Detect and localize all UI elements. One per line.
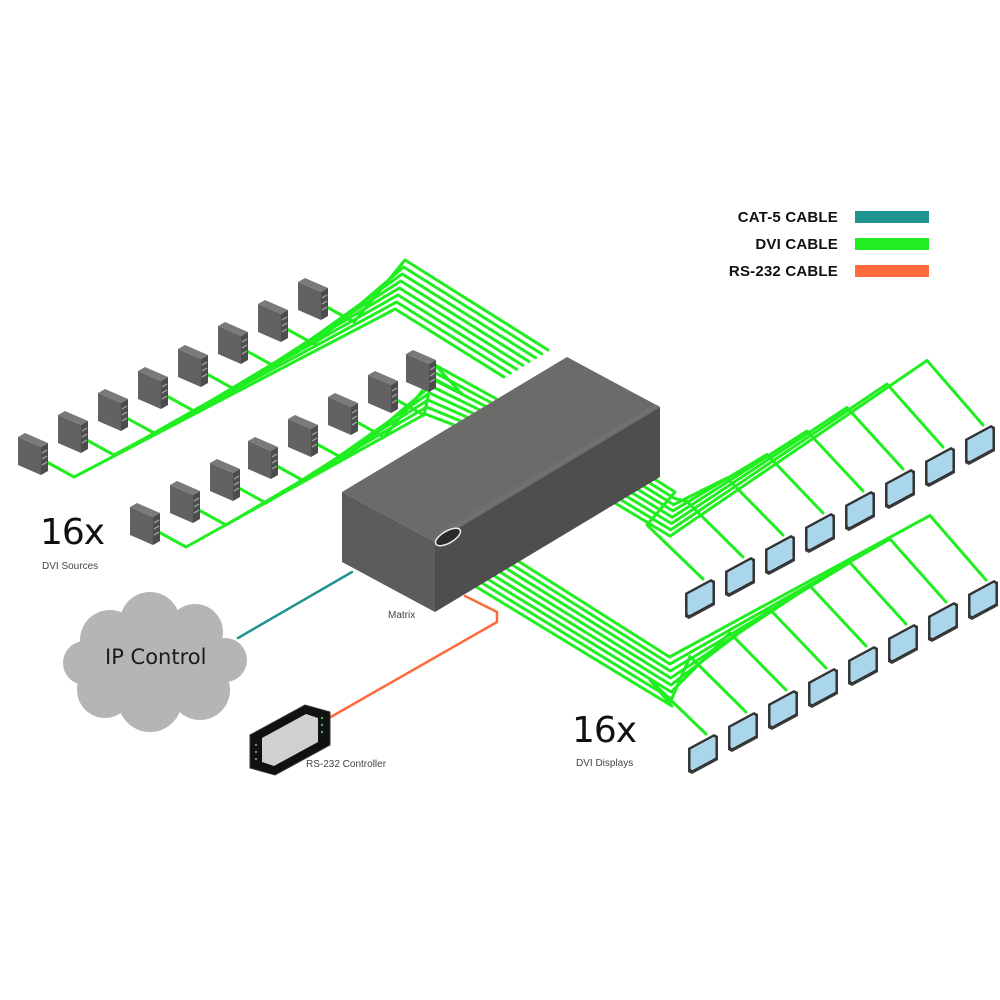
cat5-cable [236,570,354,640]
dvi-cable-display-upper-7 [604,382,945,532]
dvi-cable-source-upper-6 [232,272,537,368]
dvi-display-monitor [848,646,878,686]
dvi-source-tower [298,278,328,320]
dvi-cable-display-lower-7 [506,537,948,666]
dvi-source-tower [210,459,240,501]
dvi-source-tower [218,322,248,364]
dvi-display-monitor [968,580,998,620]
dvi-sources-group [18,278,436,545]
matrix-top-face [342,357,660,542]
brand-logo-icon [434,527,462,547]
sources-count-label: 16x [40,512,105,553]
dvi-source-tower [130,503,160,545]
dvi-display-monitor [965,425,995,465]
dvi-cable-source-lower-6 [342,377,514,439]
dvi-cable-display-upper-1 [638,468,705,581]
dvi-display-monitor [928,602,958,642]
rs232-controller-caption: RS-232 Controller [306,759,387,770]
matrix-switch [342,357,660,612]
dvi-display-monitor [805,513,835,553]
displays-count-label: 16x [572,710,637,751]
dvi-display-monitor [845,491,875,531]
dvi-source-tower [58,411,88,453]
sources-caption: DVI Sources [42,561,99,572]
dvi-source-tower [170,481,200,523]
ip-control-cloud-icon [63,592,247,732]
rs232-controller-device-icon [249,704,331,776]
dvi-display-monitor [925,447,955,487]
dvi-source-tower [18,433,48,475]
matrix-caption: Matrix [388,610,416,621]
dvi-display-monitor [765,535,795,575]
dvi-source-tower [258,300,288,342]
dvi-cable-display-upper-8 [599,359,985,538]
dvi-cable-display-lower-4 [487,571,828,687]
dvi-source-tower [288,415,318,457]
dvi-cable-source-upper-1 [32,307,506,479]
dvi-display-monitor [808,668,838,708]
dvi-cables [32,258,988,736]
dvi-display-monitor [885,469,915,509]
control-devices [63,592,331,776]
legend-swatch-rs232 [855,265,929,277]
dvi-cable-source-lower-5 [302,384,509,461]
dvi-source-tower [138,367,168,409]
dvi-display-monitor [725,557,755,597]
dvi-cable-source-lower-8 [420,363,522,414]
matrix-front-face [342,492,435,612]
dvi-display-monitor [688,734,718,774]
dvi-display-monitor [768,690,798,730]
legend-label-cat5: CAT-5 CABLE [737,209,838,226]
dvi-display-monitor [728,712,758,752]
dvi-cable-display-lower-5 [493,567,868,680]
matrix-switch-box [342,357,660,612]
dvi-source-tower [368,371,398,413]
legend-swatch-cat5 [855,211,929,223]
ip-control-label: IP Control [105,645,207,669]
displays-caption: DVI Displays [576,758,634,769]
dvi-cable-display-upper-5 [616,429,865,519]
dvi-source-tower [178,345,208,387]
dvi-source-tower [248,437,278,479]
dvi-cable-source-upper-2 [72,300,512,457]
dvi-cable-display-lower-6 [500,561,908,673]
dvi-cable-source-upper-8 [312,258,550,352]
rs232-cable [320,594,499,724]
dvi-displays-group [685,425,998,774]
dvi-source-tower [328,393,358,435]
legend-label-dvi: DVI CABLE [755,236,838,253]
dvi-cable-display-upper-6 [610,406,905,525]
dvi-cable-source-lower-4 [262,391,505,483]
legend-label-rs232: RS-232 CABLE [728,263,838,280]
legend-swatch-dvi [855,238,929,250]
dvi-cable-display-upper-4 [621,453,825,515]
dvi-display-monitor [888,624,918,664]
dvi-cable-source-lower-7 [382,370,518,418]
dvi-cable-display-lower-8 [512,514,988,659]
matrix-side-face [435,407,660,612]
dvi-cable-source-upper-7 [272,265,544,356]
dvi-source-tower [98,389,128,431]
dvi-source-tower [406,350,436,392]
dvi-cable-display-upper-3 [627,475,785,537]
dvi-display-monitor [685,579,715,619]
